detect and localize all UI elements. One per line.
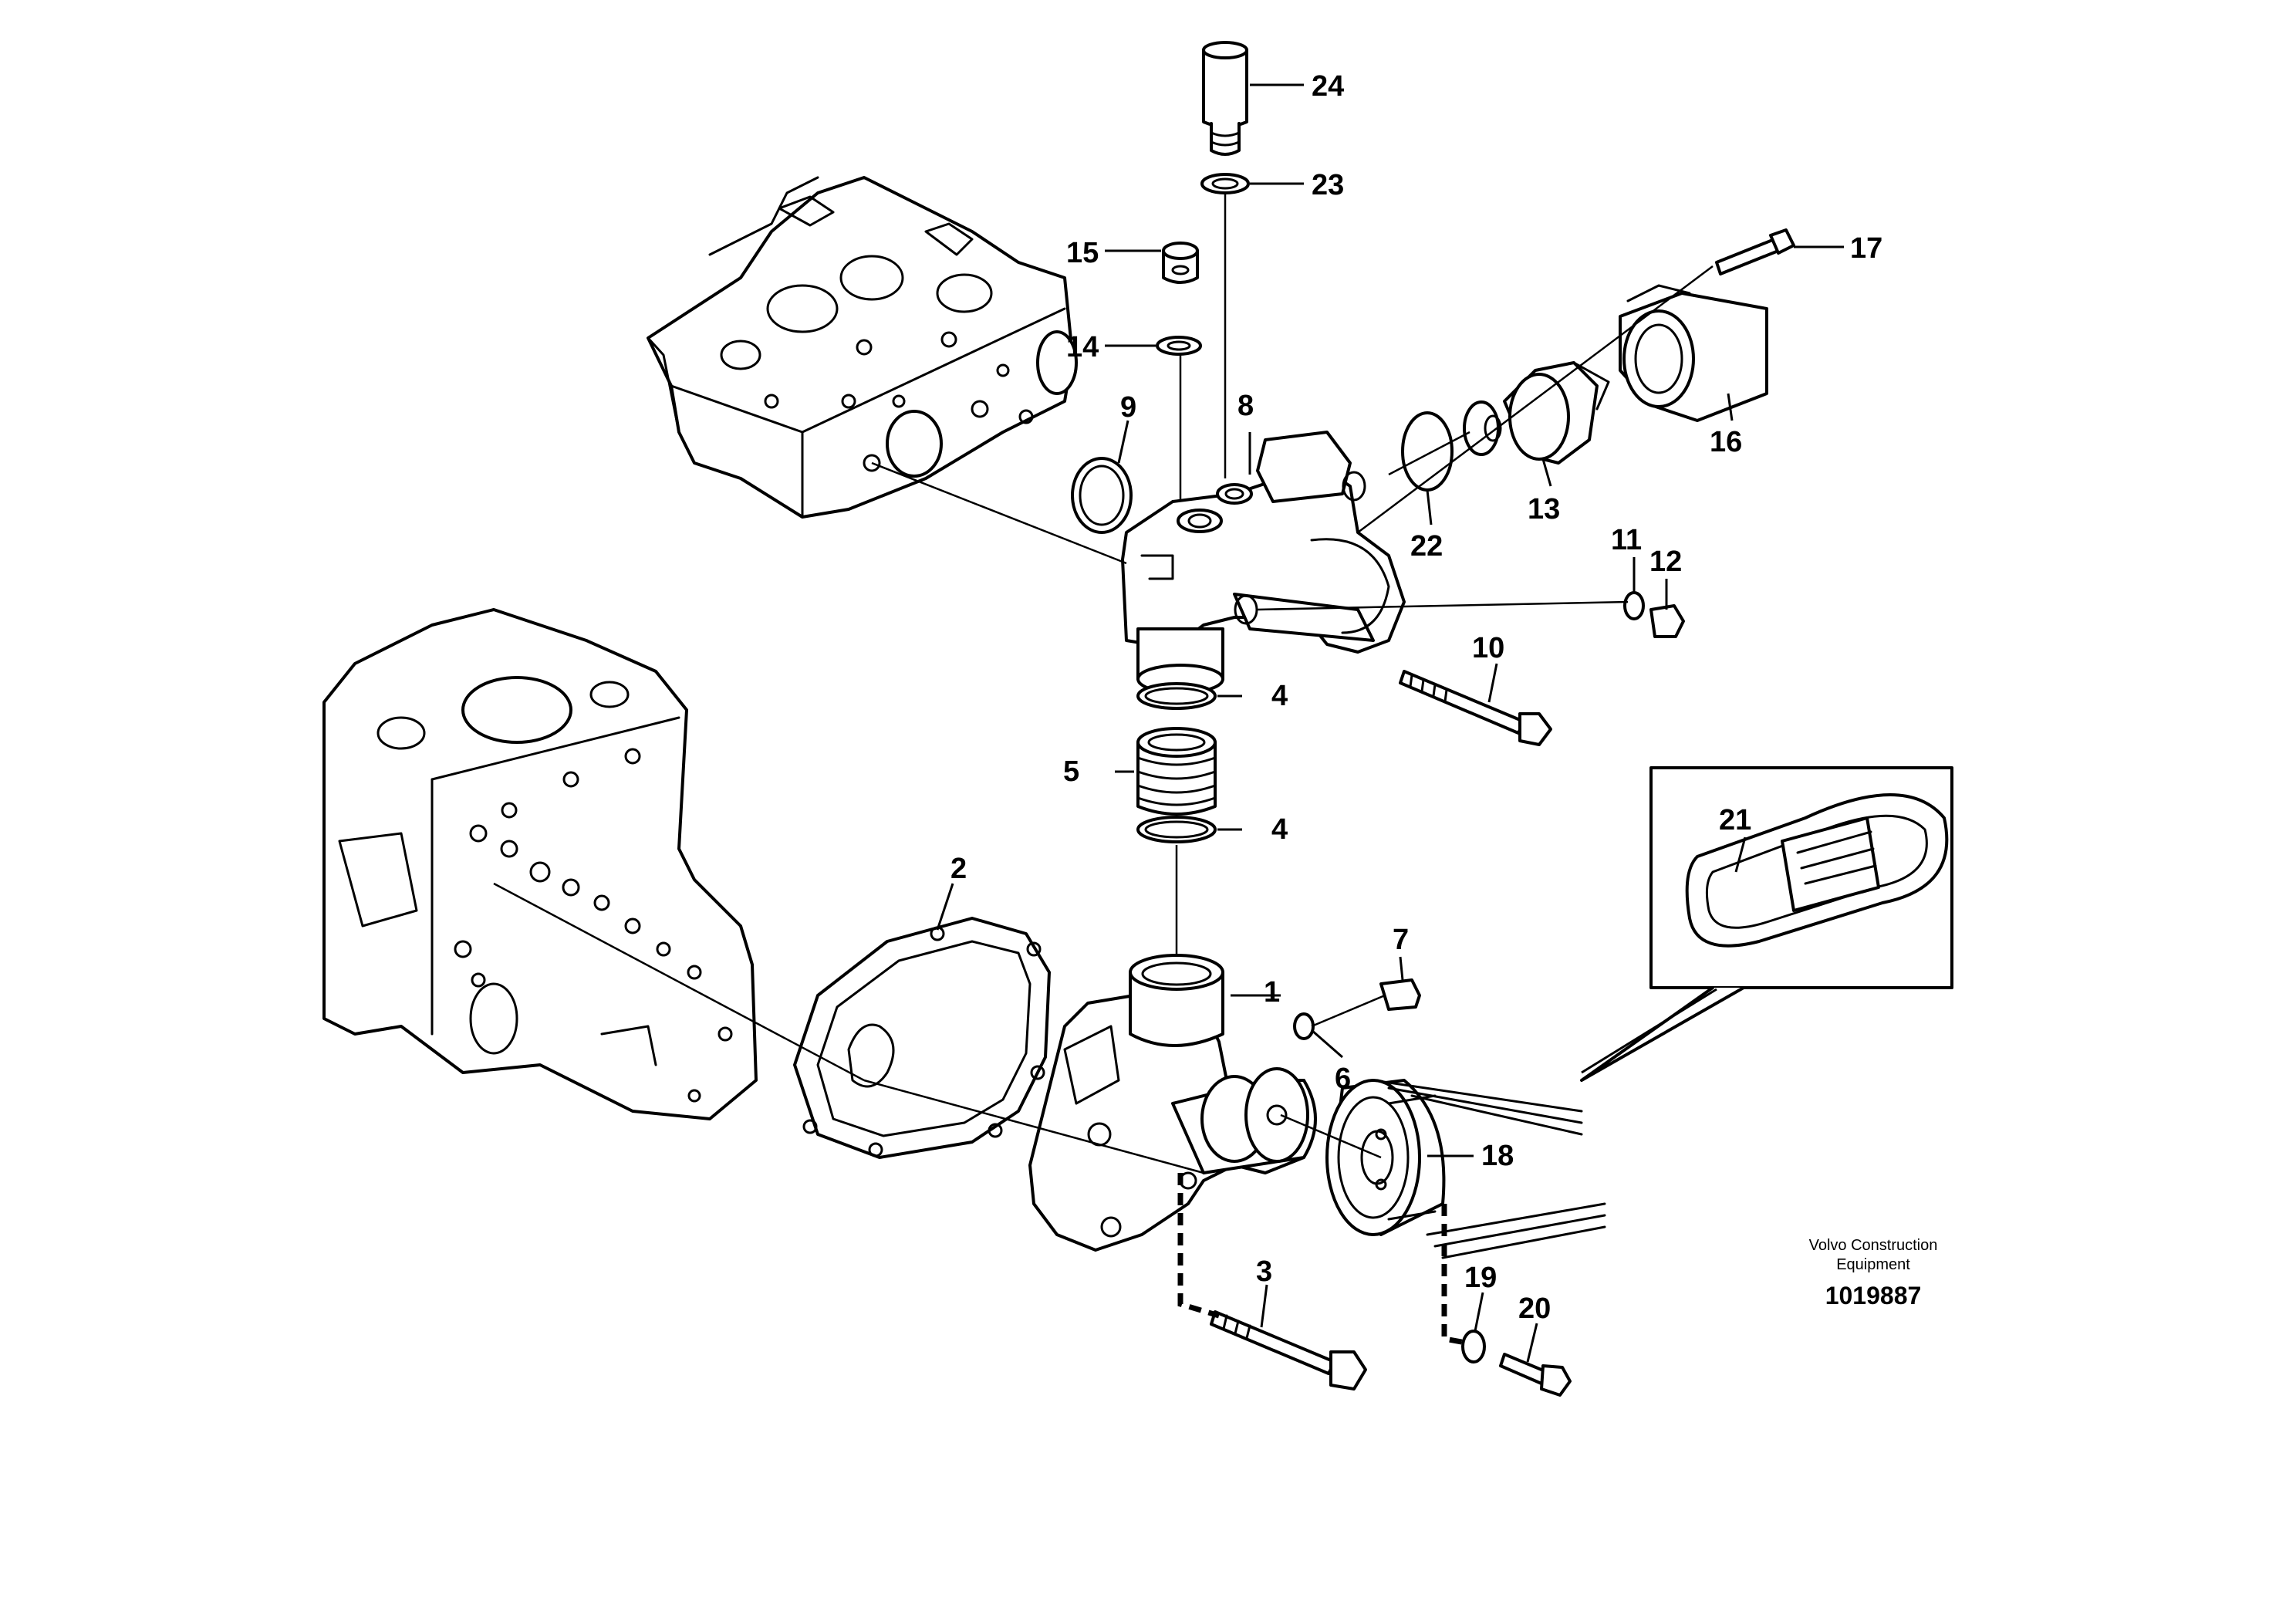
caption-line-2: Equipment [1836,1256,1910,1273]
label-17: 17 [1850,232,1882,265]
label-9: 9 [1120,391,1136,424]
washer-19 [1461,1330,1486,1363]
o-ring-4-lower [1136,816,1217,843]
label-24: 24 [1312,70,1344,103]
label-18: 18 [1481,1140,1514,1172]
sealing-ring-22 [1401,411,1454,492]
washer-6 [1293,1012,1315,1040]
part-labels: 24 23 15 14 17 8 9 16 13 22 11 12 10 4 5… [950,70,1882,1325]
screw-20 [1499,1353,1572,1397]
sleeve [1136,727,1217,816]
label-15: 15 [1066,237,1099,269]
label-6: 6 [1335,1063,1351,1095]
gasket [793,917,1051,1159]
label-20: 20 [1518,1293,1551,1325]
o-ring-9 [1071,457,1133,534]
washer-23 [1200,173,1250,194]
screw-17 [1715,228,1795,275]
label-23: 23 [1312,169,1344,201]
assembly-axes [493,193,1714,1346]
pipe-socket [1619,284,1768,422]
label-5: 5 [1063,755,1079,788]
label-11: 11 [1611,524,1642,556]
thermostat-housing [1121,431,1406,694]
o-ring-4-upper [1136,682,1217,710]
water-pump-housing [1028,954,1317,1252]
thermostat [1463,361,1610,465]
label-7: 7 [1393,924,1409,956]
label-13: 13 [1528,493,1560,525]
pulley [1325,1079,1446,1236]
plug-7 [1379,978,1421,1011]
label-8: 8 [1237,390,1254,422]
washer-11 [1623,591,1645,620]
label-2: 2 [950,853,967,885]
drawing-number: 1019887 [1825,1282,1922,1309]
washer-14 [1156,336,1202,356]
label-16: 16 [1710,426,1742,458]
label-1: 1 [1264,976,1280,1009]
nipple [1202,41,1248,156]
label-12: 12 [1649,546,1682,578]
belt-inset [1580,766,1953,1082]
label-21: 21 [1719,804,1751,836]
screw-3 [1210,1310,1367,1391]
engine-block [322,608,758,1120]
plug [1162,242,1199,284]
label-3: 3 [1256,1255,1272,1288]
label-22: 22 [1410,530,1443,563]
caption: Volvo Construction Equipment 1019887 [1809,1237,1938,1309]
cylinder-head [647,176,1078,519]
label-10: 10 [1472,632,1504,664]
plug-12 [1649,604,1685,638]
leader-lines [936,83,1844,1363]
caption-line-1: Volvo Construction [1809,1237,1938,1254]
label-4-upper: 4 [1271,680,1288,712]
screw-10 [1399,670,1552,746]
label-14: 14 [1066,331,1099,363]
label-19: 19 [1464,1262,1497,1294]
label-4-lower: 4 [1271,813,1288,846]
belt-section [1372,1079,1606,1259]
